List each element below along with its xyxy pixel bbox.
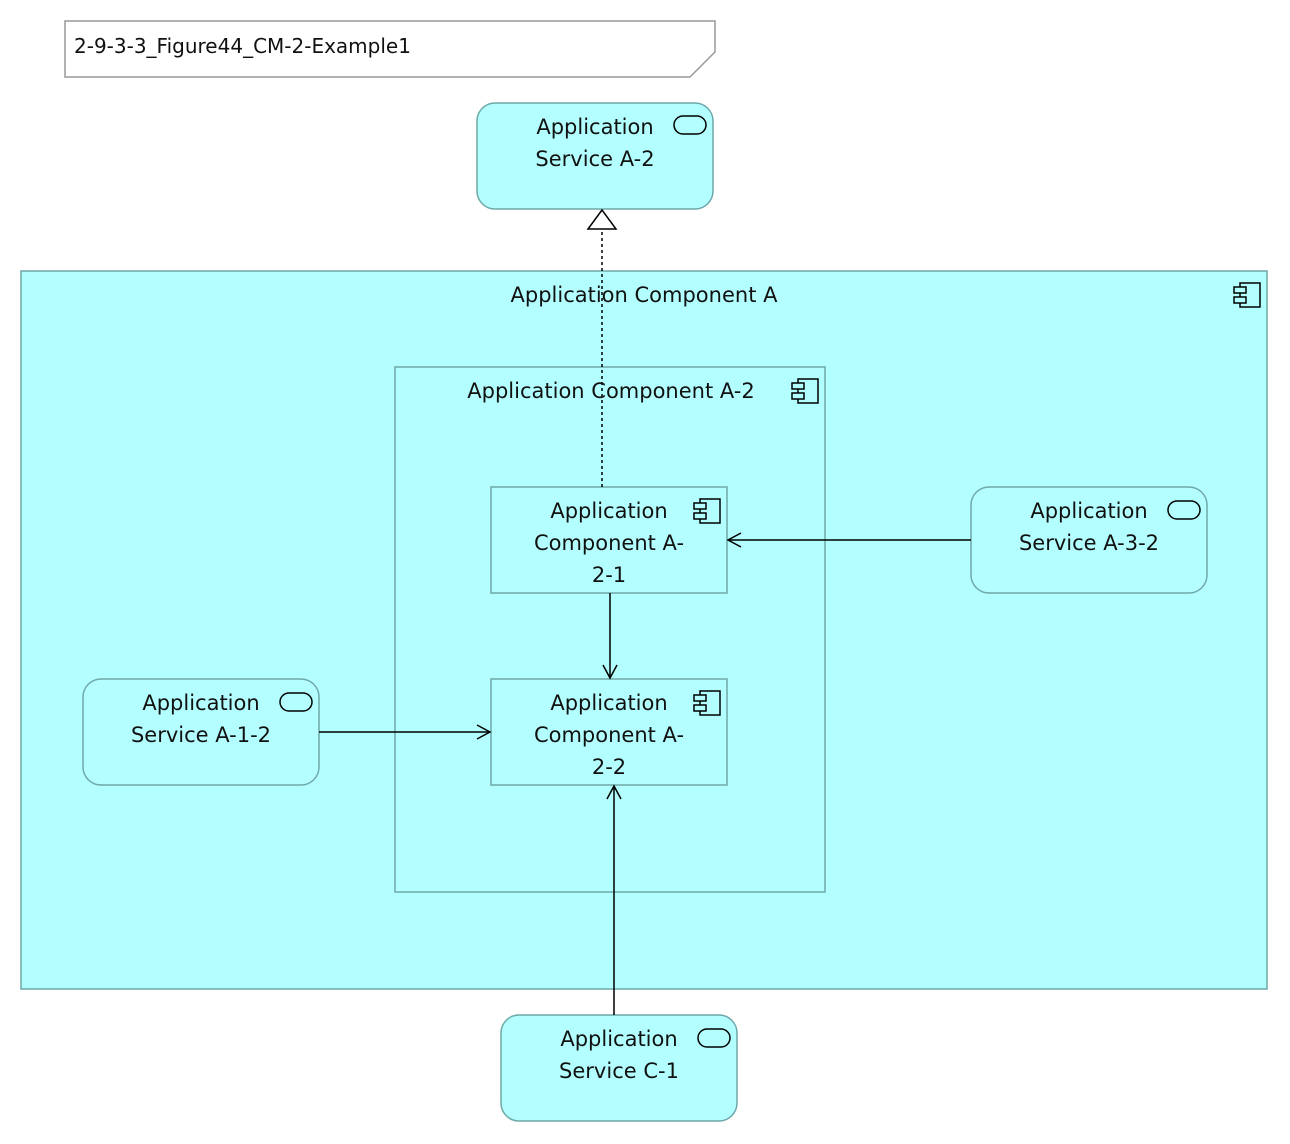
service-icon: [1167, 500, 1201, 520]
component-a21-label: Application Component A- 2-1: [533, 499, 685, 587]
component-a-label: Application Component A: [510, 283, 778, 307]
service-a12-label: Application Service A-1-2: [130, 691, 272, 747]
serving-arrowhead-a21-a22: [602, 664, 618, 680]
serving-arrowhead-c1: [606, 784, 622, 800]
service-a2-box[interactable]: [476, 102, 714, 210]
serving-arrowhead-a12: [476, 724, 492, 740]
component-a21-box[interactable]: [490, 486, 728, 594]
component-icon: [693, 690, 721, 716]
component-icon: [791, 378, 819, 404]
service-c1-box[interactable]: [500, 1014, 738, 1122]
title-note-shape: [64, 20, 716, 78]
service-a32-label: Application Service A-3-2: [1018, 499, 1160, 555]
component-icon: [1233, 282, 1261, 308]
realization-arrowhead: [586, 208, 618, 230]
service-icon: [673, 115, 707, 135]
serving-arrowhead-a32: [726, 532, 742, 548]
component-icon: [693, 498, 721, 524]
diagram-title: 2-9-3-3_Figure44_CM-2-Example1: [74, 34, 411, 58]
service-a2-label: Application Service A-2: [535, 115, 655, 171]
component-a2-label: Application Component A-2: [467, 379, 755, 403]
service-icon: [697, 1028, 731, 1048]
component-a22-label: Application Component A- 2-2: [533, 691, 685, 779]
service-icon: [279, 692, 313, 712]
service-c1-label: Application Service C-1: [559, 1027, 679, 1083]
